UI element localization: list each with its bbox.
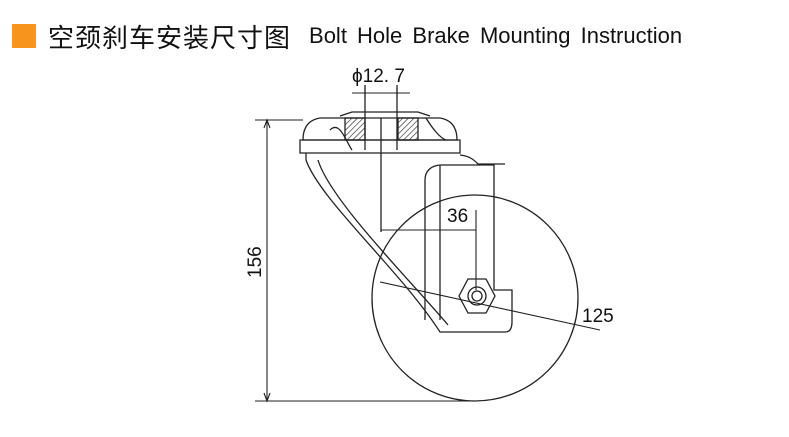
offset-label: 36: [447, 206, 468, 227]
axle-nut: [458, 278, 496, 314]
axle-bolt: [467, 286, 487, 306]
title-chinese: 空颈刹车安装尺寸图: [48, 23, 292, 54]
title-english: Bolt Hole Brake Mounting Instruction: [309, 23, 683, 48]
header: 空颈刹车安装尺寸图 Bolt Hole Brake Mounting Instr…: [12, 18, 682, 54]
plate-base: [299, 139, 461, 154]
wheel-outline: [371, 194, 579, 402]
fork-body: [305, 153, 513, 333]
accent-square: [12, 24, 36, 48]
nut-hatch: [344, 117, 366, 141]
mounting-plate: [302, 117, 458, 141]
height-label: 156: [245, 246, 266, 278]
wheel-diameter-label: 125: [582, 306, 614, 327]
bolt-hole-label: ϕ12. 7: [352, 66, 405, 87]
